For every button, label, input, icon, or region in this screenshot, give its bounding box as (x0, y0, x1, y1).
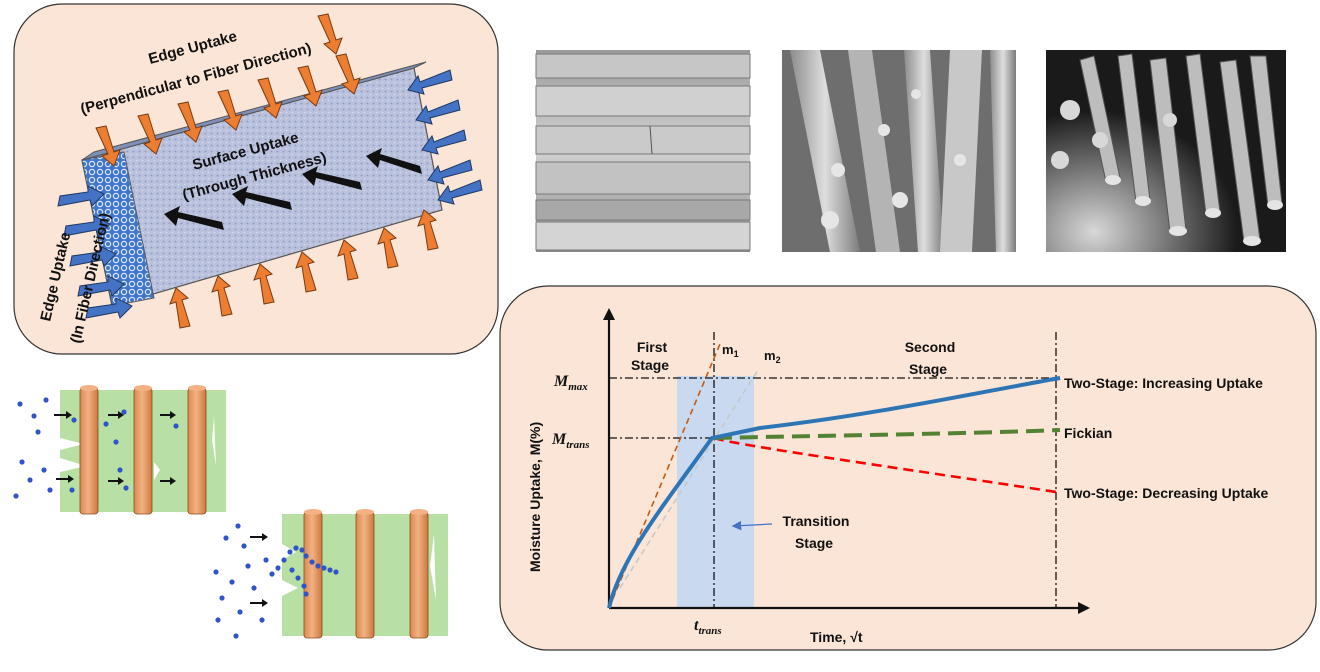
label-fickian: Fickian (1064, 425, 1112, 441)
transition-stage-line2: Stage (795, 535, 833, 551)
sem-image-3 (1046, 50, 1286, 252)
edge-perp-arrows-bottom (169, 209, 439, 329)
edge-fiber-arrows-left (57, 185, 133, 319)
series-fickian-line (713, 428, 1061, 440)
label-decreasing: Two-Stage: Decreasing Uptake (1064, 485, 1269, 501)
microcrack-schematic-bottom (213, 509, 448, 639)
second-stage-line1: Second (905, 339, 956, 355)
first-stage-line2: Stage (631, 357, 669, 373)
transition-stage-line1: Transition (783, 513, 850, 529)
t-trans-label: ttrans (694, 617, 722, 637)
series-decreasing-line (713, 436, 1057, 494)
slope-m2-line (619, 369, 759, 589)
slope-m2-label: m2 (764, 348, 781, 365)
edge-fiber-arrows-right (407, 69, 483, 205)
label-increasing: Two-Stage: Increasing Uptake (1064, 375, 1263, 391)
surface-arrows (164, 148, 422, 230)
m-max-label: Mmax (553, 373, 588, 393)
reference-lines (609, 332, 1057, 608)
laminate-block (81, 61, 443, 307)
sem-image-2 (782, 50, 1016, 252)
microcrack-schematic-top (13, 385, 226, 515)
second-stage-line2: Stage (909, 361, 947, 377)
axes (603, 308, 1090, 614)
transition-pointer (731, 520, 773, 531)
edge-perp-arrows-top (95, 13, 361, 167)
absorption-panel: Edge Uptake (Perpendicular to Fiber Dire… (13, 3, 499, 355)
x-axis-label: Time, √t (810, 629, 863, 645)
sem-image-1 (535, 50, 751, 252)
first-stage-line1: First (637, 339, 668, 355)
m-trans-label: Mtrans (551, 431, 589, 451)
slope-m1-line (608, 343, 721, 609)
y-axis-label: Moisture Uptake, M(%) (527, 422, 543, 572)
transition-band (677, 376, 754, 608)
slope-m1-label: m1 (722, 342, 739, 359)
uptake-chart-panel: First Stage Second Stage Transition Stag… (499, 285, 1317, 651)
series-increasing-line (607, 376, 1061, 609)
